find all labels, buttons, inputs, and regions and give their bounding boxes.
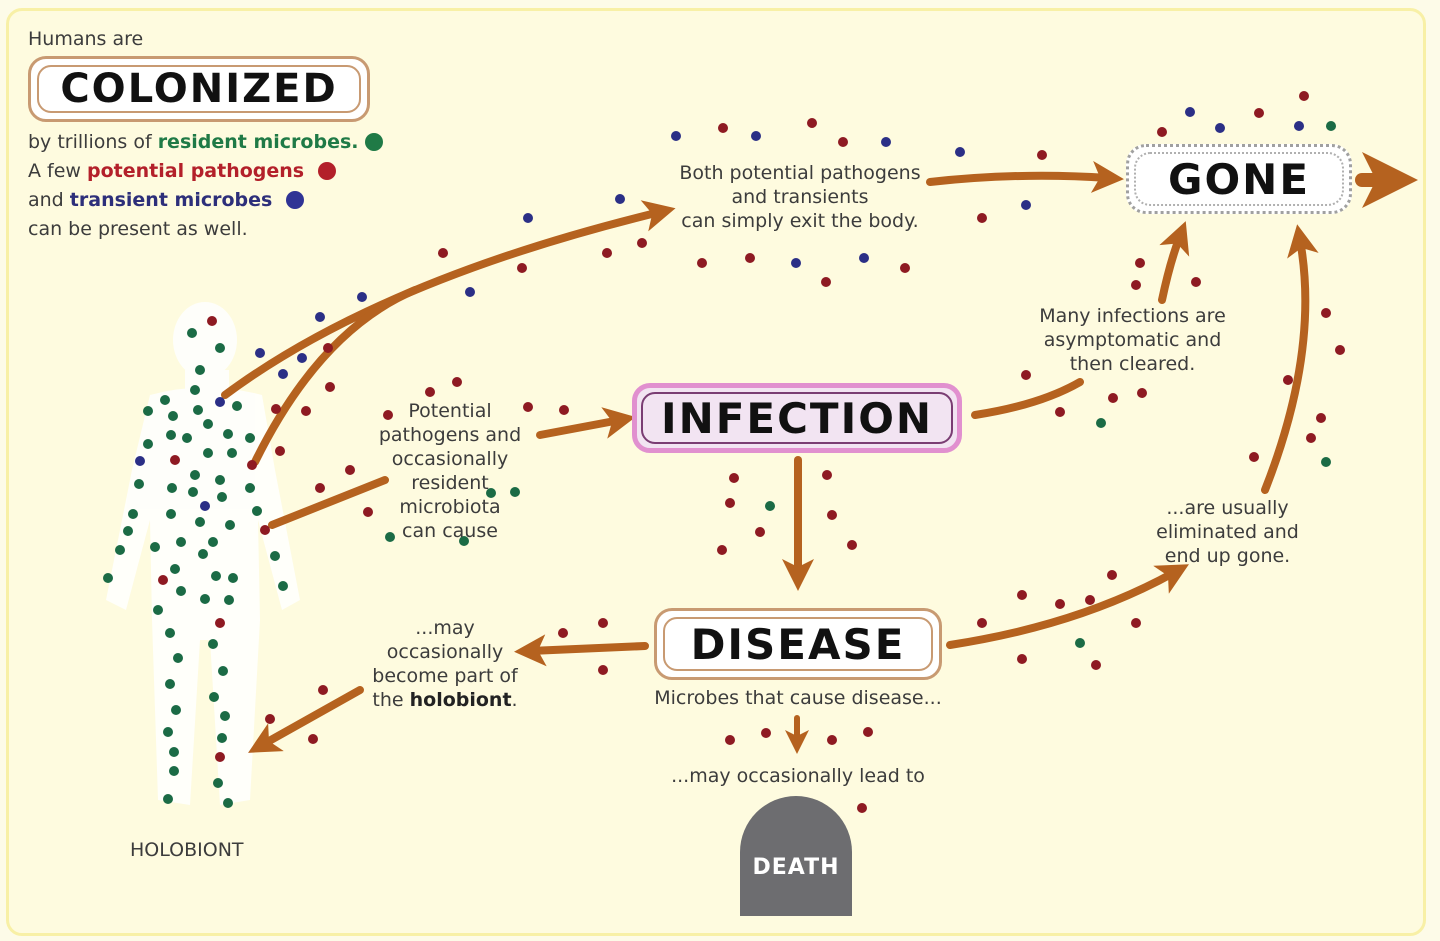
resident-microbe-dots <box>103 121 1336 808</box>
transient-microbes-term: transient microbes <box>69 189 273 211</box>
flow-arrows <box>221 152 1418 754</box>
arrow-infection-to-asymptomatic <box>971 378 1084 419</box>
holobiont-label: HOLOBIONT <box>130 839 244 861</box>
intro-line-4: can be present as well. <box>28 218 248 240</box>
colonized-inner-border <box>37 65 361 113</box>
intro-line-3: and transient microbes <box>28 188 305 212</box>
arrow-disease-to-eliminated <box>946 564 1189 649</box>
arrow-body-to-cause <box>268 476 389 529</box>
transient-microbe-dots <box>135 107 1304 511</box>
annotation-asymptomatic: Many infections are asymptomatic and the… <box>1039 305 1226 375</box>
arrow-eliminated-to-gone <box>1261 224 1319 494</box>
annotation-eliminated: ...are usually eliminated and end up gon… <box>1156 497 1299 567</box>
arrow-asymptomatic-to-gone <box>1158 221 1190 304</box>
pathogen-legend-icon <box>318 162 337 180</box>
arrow-exit-to-gone <box>926 160 1124 193</box>
potential-pathogen-dots <box>158 91 1345 813</box>
gone-node: GONE <box>1126 144 1352 214</box>
intro-humans-are: Humans are <box>28 28 144 50</box>
intro-line-1: by trillions of resident microbes. <box>28 130 383 154</box>
resident-microbe-legend-icon <box>364 133 383 151</box>
death-text: DEATH <box>752 854 840 880</box>
annotation-exit-body: Both potential pathogens and transients … <box>679 162 921 232</box>
arrow-cause-to-infection <box>536 407 636 439</box>
infection-text: INFECTION <box>660 393 934 443</box>
resident-microbes-term: resident microbes. <box>157 131 359 153</box>
intro-line-2: A few potential pathogens <box>28 159 337 183</box>
arrow-disease-to-holobiont-text <box>514 634 649 667</box>
arrow-holobiont-text-to-body <box>248 686 364 753</box>
disease-node: DISEASE <box>654 608 942 680</box>
annotation-holobiont-part: ...may occasionally become part of the h… <box>372 617 518 711</box>
infection-inner-border <box>641 392 953 444</box>
infection-node: INFECTION <box>632 383 962 453</box>
arrow-body-to-exit-2 <box>251 286 419 466</box>
disease-text: DISEASE <box>690 619 906 669</box>
potential-pathogens-term: potential pathogens <box>87 160 305 182</box>
colonized-text: COLONIZED <box>60 66 338 112</box>
gone-inner-border <box>1134 152 1344 206</box>
annotation-cause-infection: Potential pathogens and occasionally res… <box>378 400 522 542</box>
disease-caption: Microbes that cause disease... <box>654 687 942 709</box>
death-lead-text: ...may occasionally lead to <box>671 765 925 787</box>
colonized-label: COLONIZED <box>28 56 370 122</box>
disease-inner-border <box>663 617 933 671</box>
gone-text: GONE <box>1167 154 1311 204</box>
death-tombstone-icon: DEATH <box>740 796 852 916</box>
transient-legend-icon <box>286 191 305 209</box>
arrow-body-to-exit <box>221 200 676 399</box>
